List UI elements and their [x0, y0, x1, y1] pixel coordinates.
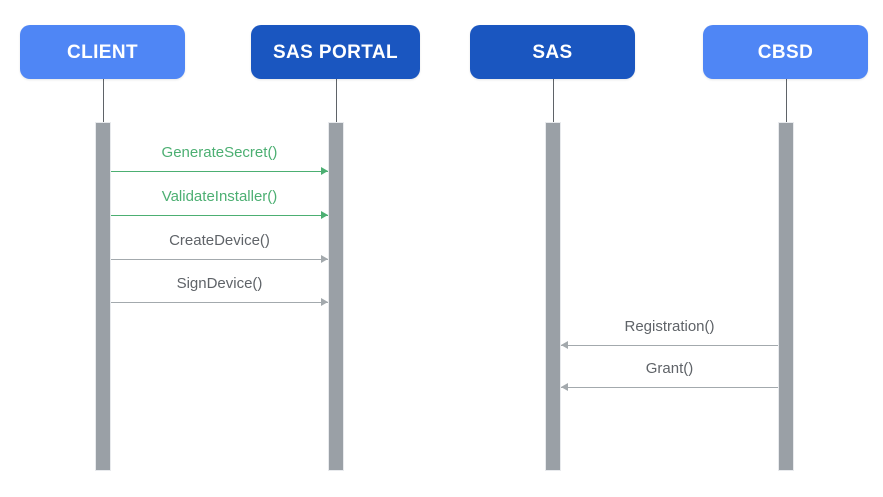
message-label-grant: Grant(): [645, 360, 694, 377]
activation-bar-sas: [545, 122, 561, 471]
participant-label-client: CLIENT: [66, 41, 138, 63]
message-line-generate-secret: [111, 171, 328, 172]
message-label-validate-installer: ValidateInstaller(): [161, 188, 278, 205]
lifeline-cbsd: [786, 79, 787, 123]
message-label-registration: Registration(): [624, 318, 715, 335]
participant-label-sas: SAS: [532, 41, 573, 63]
arrowhead-right-icon: [321, 255, 328, 263]
participant-box-sas-portal[interactable]: SAS PORTAL: [251, 25, 420, 79]
message-line-validate-installer: [111, 215, 328, 216]
lifeline-sas: [553, 79, 554, 123]
arrowhead-right-icon: [321, 211, 328, 219]
participant-label-sas-portal: SAS PORTAL: [272, 41, 399, 63]
arrowhead-right-icon: [321, 298, 328, 306]
participant-box-client[interactable]: CLIENT: [20, 25, 185, 79]
participant-box-cbsd[interactable]: CBSD: [703, 25, 868, 79]
arrowhead-left-icon: [561, 383, 568, 391]
arrowhead-right-icon: [321, 167, 328, 175]
message-label-create-device: CreateDevice(): [169, 232, 270, 249]
message-label-generate-secret: GenerateSecret(): [161, 144, 278, 161]
message-line-grant: [561, 387, 778, 388]
message-line-create-device: [111, 259, 328, 260]
arrowhead-left-icon: [561, 341, 568, 349]
message-line-sign-device: [111, 302, 328, 303]
participant-box-sas[interactable]: SAS: [470, 25, 635, 79]
message-label-sign-device: SignDevice(): [176, 275, 263, 292]
activation-bar-cbsd: [778, 122, 794, 471]
lifeline-client: [103, 79, 104, 123]
message-line-registration: [561, 345, 778, 346]
participant-label-cbsd: CBSD: [757, 41, 814, 63]
activation-bar-sas-portal: [328, 122, 344, 471]
activation-bar-client: [95, 122, 111, 471]
lifeline-sas-portal: [336, 79, 337, 123]
